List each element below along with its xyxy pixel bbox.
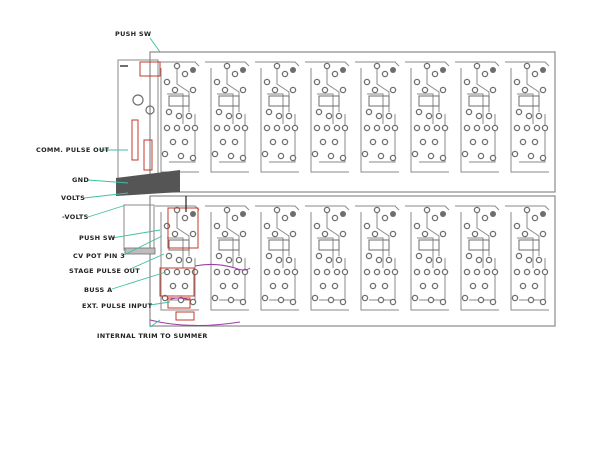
label-volts: VOLTS <box>61 194 85 202</box>
leader-lines <box>83 37 171 328</box>
lower-stage-7 <box>455 205 500 311</box>
lower-board <box>149 195 556 327</box>
label-stage-pulse-out: STAGE PULSE OUT <box>69 267 140 275</box>
lower-stage-8 <box>505 205 550 311</box>
label-push-sw-bottom: PUSH SW <box>79 234 115 242</box>
upper-stage-4 <box>305 61 350 173</box>
upper-stage-3 <box>255 61 300 173</box>
lower-stage-1 <box>155 205 200 311</box>
lower-stage-5 <box>355 205 400 311</box>
lower-stage-group <box>155 205 550 311</box>
label-gnd: GND <box>72 176 89 184</box>
upper-board <box>149 51 556 193</box>
upper-stage-8 <box>505 61 550 173</box>
upper-stage-group <box>155 61 550 173</box>
lower-control-column <box>123 196 199 321</box>
label-push-sw-top: PUSH SW <box>115 30 151 38</box>
lower-stage-6 <box>405 205 450 311</box>
lower-stage-4 <box>305 205 350 311</box>
upper-stage-2 <box>205 61 250 173</box>
label-ext-pulse-input: EXT. PULSE INPUT <box>82 302 153 310</box>
pin-labels: PUSH SW COMM. PULSE OUT GND VOLTS -VOLTS… <box>36 30 208 340</box>
upper-stage-7 <box>455 61 500 173</box>
lower-stage-3 <box>255 205 300 311</box>
label-comm-pulse-out: COMM. PULSE OUT <box>36 146 110 154</box>
lower-stage-2 <box>205 205 250 311</box>
ground-pour <box>116 170 180 196</box>
upper-control-column <box>117 59 161 181</box>
label-volts-negative: -VOLTS <box>62 213 89 221</box>
upper-stage-5 <box>355 61 400 173</box>
label-buss-a: BUSS A <box>84 286 112 294</box>
label-internal-trim: INTERNAL TRIM TO SUMMER <box>97 332 208 340</box>
upper-stage-6 <box>405 61 450 173</box>
upper-stage-1 <box>155 61 200 173</box>
label-cv-pot-pin3: CV POT PIN 3 <box>73 252 125 260</box>
